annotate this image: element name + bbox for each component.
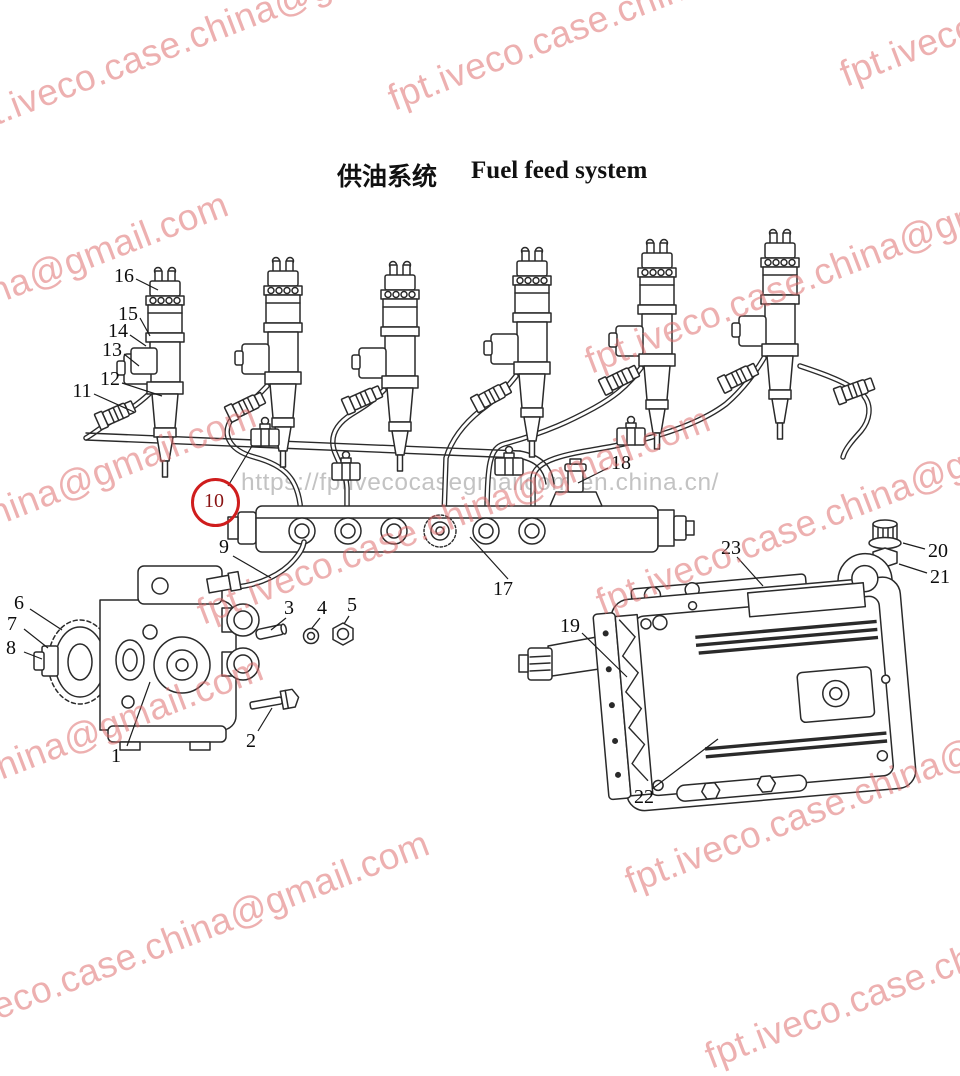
part-label-8: 8 xyxy=(6,637,16,659)
page-title: 供油系统 Fuel feed system xyxy=(337,157,647,193)
part-label-2: 2 xyxy=(246,730,256,752)
part-label-9: 9 xyxy=(219,536,229,558)
part-label-5: 5 xyxy=(347,594,357,616)
part-label-15: 15 xyxy=(118,303,138,325)
part-label-3: 3 xyxy=(284,597,294,619)
fasteners xyxy=(249,622,354,710)
part-label-18: 18 xyxy=(611,452,631,474)
title-chinese: 供油系统 xyxy=(337,164,438,191)
part-label-23: 23 xyxy=(721,537,741,559)
part-label-1: 1 xyxy=(111,745,121,767)
leader-lines xyxy=(23,278,928,790)
pump-supply-pipe xyxy=(233,539,307,590)
fuel-injectors xyxy=(116,228,800,478)
injector-clamp-13 xyxy=(130,347,158,375)
diagram-canvas xyxy=(23,228,928,812)
part-label-17: 17 xyxy=(493,578,513,600)
part-label-4: 4 xyxy=(317,597,327,619)
part-label-19: 19 xyxy=(560,615,580,637)
fuel-pump xyxy=(33,565,260,751)
highlight-circle-part-10 xyxy=(191,478,240,527)
part-label-20: 20 xyxy=(928,540,948,562)
sensor-20-21 xyxy=(868,519,902,568)
ecu-unit xyxy=(518,552,917,812)
part-label-22: 22 xyxy=(634,786,654,808)
part-label-16: 16 xyxy=(114,265,134,287)
part-label-13: 13 xyxy=(102,339,122,361)
url-watermark: https://fptivecocasegmailcom.en.china.cn… xyxy=(241,469,720,496)
part-label-6: 6 xyxy=(14,592,24,614)
title-english: Fuel feed system xyxy=(471,157,648,184)
part-label-21: 21 xyxy=(930,566,950,588)
part-label-7: 7 xyxy=(7,613,17,635)
part-label-12: 12 xyxy=(100,368,120,390)
part-label-14: 14 xyxy=(108,320,128,342)
common-rail xyxy=(227,458,695,553)
part-label-11: 11 xyxy=(72,380,92,402)
